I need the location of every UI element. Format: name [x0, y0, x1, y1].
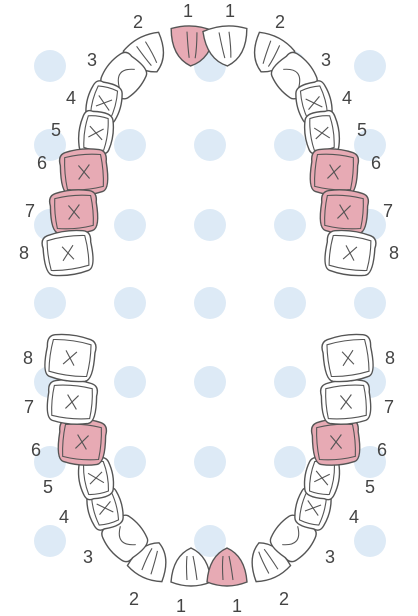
lower-right-tooth-8[interactable] — [43, 332, 98, 384]
lower-left-tooth-number-3: 3 — [325, 547, 335, 567]
lower-right-tooth-number-6: 6 — [31, 440, 41, 460]
lower-right-tooth-number-3: 3 — [83, 547, 93, 567]
lower-right-tooth-7[interactable] — [46, 378, 98, 426]
background-dot-4-1 — [114, 366, 146, 398]
lower-left-tooth-number-2: 2 — [279, 589, 289, 609]
lower-right-tooth-number-8: 8 — [23, 348, 33, 368]
upper-right-tooth-number-8: 8 — [19, 243, 29, 263]
upper-left-tooth-number-3: 3 — [321, 50, 331, 70]
upper-right-tooth-number-7: 7 — [25, 201, 35, 221]
upper-left-tooth-number-1: 1 — [225, 1, 235, 21]
background-dot-4-2 — [194, 366, 226, 398]
lower-right-tooth-number-2: 2 — [129, 589, 139, 609]
upper-right-tooth-7[interactable] — [49, 188, 99, 236]
background-dot-3-0 — [34, 287, 66, 319]
lower-left-tooth-number-8: 8 — [385, 348, 395, 368]
upper-right-tooth-8[interactable] — [41, 228, 95, 278]
upper-left-tooth-number-5: 5 — [357, 120, 367, 140]
upper-right-tooth-number-6: 6 — [37, 153, 47, 173]
background-dot-1-3 — [274, 129, 306, 161]
lower-left-tooth-number-1: 1 — [232, 596, 242, 616]
lower-right-tooth-number-1: 1 — [176, 596, 186, 616]
lower-left-tooth-number-6: 6 — [377, 440, 387, 460]
background-dot-1-2 — [194, 129, 226, 161]
upper-left-tooth-number-6: 6 — [371, 153, 381, 173]
background-dot-3-3 — [274, 287, 306, 319]
background-dot-3-4 — [354, 287, 386, 319]
lower-left-tooth-number-7: 7 — [384, 397, 394, 417]
upper-right-tooth-number-1: 1 — [183, 1, 193, 21]
background-dot-4-3 — [274, 366, 306, 398]
background-dot-3-1 — [114, 287, 146, 319]
background-dot-6-4 — [354, 525, 386, 557]
lower-left-tooth-8[interactable] — [321, 332, 376, 384]
background-dot-5-3 — [274, 446, 306, 478]
upper-left-tooth-number-4: 4 — [342, 88, 352, 108]
upper-right-tooth-number-2: 2 — [133, 12, 143, 32]
upper-right-tooth-number-5: 5 — [51, 120, 61, 140]
upper-right-tooth-number-3: 3 — [87, 50, 97, 70]
background-dot-2-2 — [194, 209, 226, 241]
upper-left-tooth-7[interactable] — [319, 188, 369, 236]
background-dot-0-0 — [34, 50, 66, 82]
upper-left-tooth-number-7: 7 — [383, 201, 393, 221]
lower-left-tooth-7[interactable] — [320, 378, 372, 426]
background-dot-2-1 — [114, 209, 146, 241]
lower-right-tooth-number-7: 7 — [24, 397, 34, 417]
background-dot-2-3 — [274, 209, 306, 241]
upper-right-tooth-number-4: 4 — [66, 88, 76, 108]
background-dot-5-1 — [114, 446, 146, 478]
lower-right-tooth-number-5: 5 — [43, 477, 53, 497]
upper-left-tooth-number-8: 8 — [389, 243, 399, 263]
upper-left-tooth-number-2: 2 — [275, 12, 285, 32]
background-dot-6-0 — [34, 525, 66, 557]
lower-left-tooth-number-5: 5 — [365, 477, 375, 497]
background-dot-3-2 — [194, 287, 226, 319]
background-dot-1-1 — [114, 129, 146, 161]
upper-left-tooth-8[interactable] — [323, 228, 377, 278]
lower-left-tooth-number-4: 4 — [349, 507, 359, 527]
background-dot-0-4 — [354, 50, 386, 82]
background-dot-5-2 — [194, 446, 226, 478]
lower-right-tooth-number-4: 4 — [59, 507, 69, 527]
